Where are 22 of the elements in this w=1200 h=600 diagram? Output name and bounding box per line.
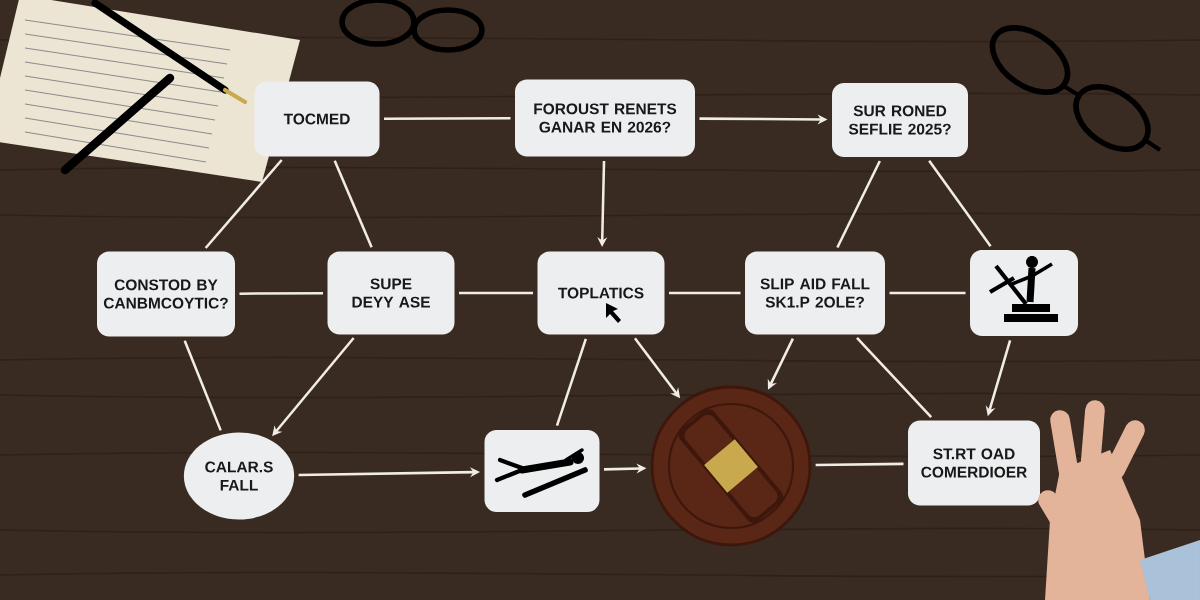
connector-line	[836, 160, 881, 248]
connector-line	[555, 338, 588, 427]
connector-line	[459, 291, 533, 295]
process-box: FOROUST RENETS GANAR EN 2026?	[515, 79, 695, 157]
process-box: CONSTOD BY CANBMCOYTIC?	[97, 251, 235, 337]
process-box: TOPLATICS	[537, 251, 665, 335]
process-box: SLIP AID FALL SK1.P 2OLE?	[745, 251, 885, 335]
process-box: SUPE DEYY ASE	[327, 251, 455, 335]
process-box: ST.RT OAD COMERDIOER	[908, 420, 1040, 506]
connector-line	[669, 291, 741, 295]
connector-line	[204, 159, 283, 249]
process-box: SUR RONED SEFLIE 2025?	[832, 83, 968, 157]
process-box: TOCMED	[254, 81, 380, 157]
connector-line	[239, 292, 323, 295]
connector-line	[333, 160, 373, 248]
connector-line	[815, 462, 904, 467]
connector-line	[928, 159, 992, 248]
connector-line	[384, 117, 511, 121]
connector-line	[183, 340, 222, 431]
connector-line	[889, 291, 966, 295]
arrow	[767, 338, 795, 390]
connector-line	[856, 337, 933, 418]
